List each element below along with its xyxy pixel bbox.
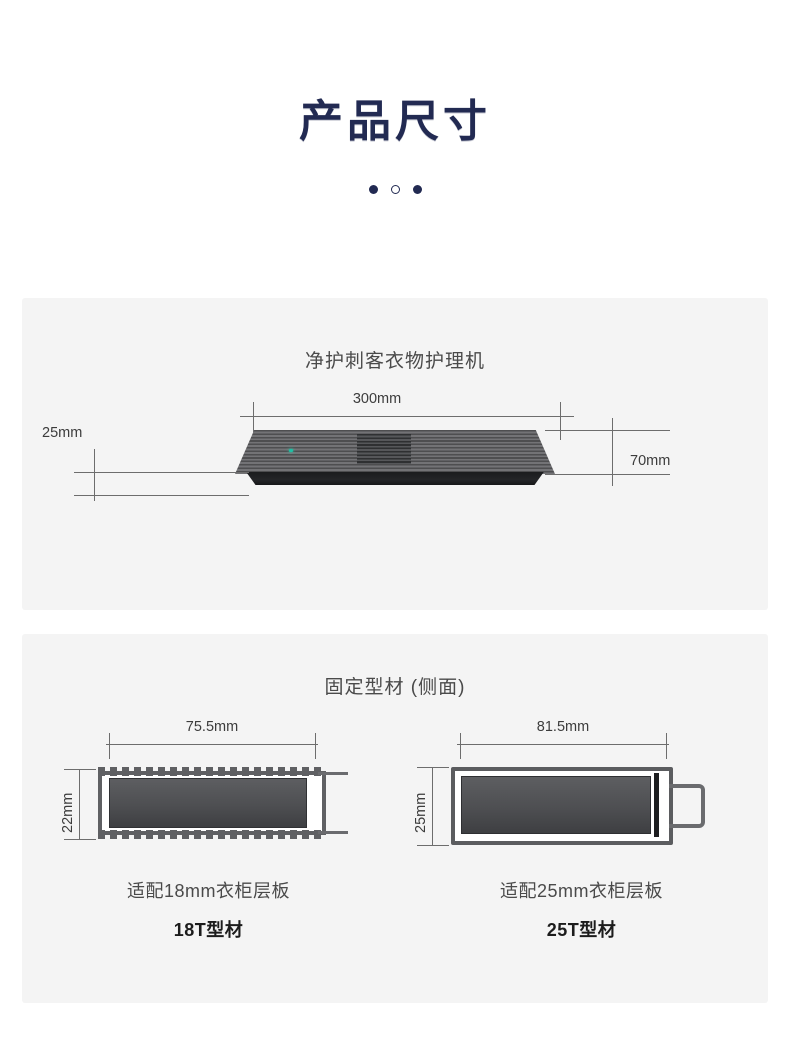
profile-diagrams: 75.5mm 22mm 适配18mm衣柜层板: [22, 699, 768, 989]
dimension-tick-width-left: [253, 402, 254, 440]
profile-25t-caption: 适配25mm衣柜层板 25T型材: [395, 877, 768, 942]
profile-18t-flange-top: [318, 772, 348, 775]
dimension-label-width-81-5: 81.5mm: [536, 719, 590, 735]
profile-dimension-card: 固定型材 (侧面) 75.5mm 22mm: [22, 634, 768, 1003]
dimension-ext-left-upper: [74, 472, 249, 473]
dimension-line-width-18t: [106, 744, 318, 745]
dimension-line-width: [240, 416, 574, 417]
product-card-title: 净护刺客衣物护理机: [304, 351, 485, 372]
profile-18t-flange-bottom: [318, 831, 348, 834]
page-header: 产品尺寸: [0, 96, 790, 194]
profile-18t-teeth-bottom: [98, 830, 326, 839]
device-vent-panel: [356, 434, 411, 464]
product-device-illustration: [235, 430, 555, 485]
dot-indicator-3: [412, 184, 422, 194]
profile-18t-caption-sub: 18T型材: [173, 920, 244, 940]
dimension-tick-18t-right: [315, 733, 316, 759]
profile-18t-inner-panel: [109, 778, 307, 828]
profile-25t-caption-main: 适配25mm衣柜层板: [499, 881, 663, 901]
profile-18t-caption-main: 适配18mm衣柜层板: [126, 881, 290, 901]
dimension-tick-width-right: [560, 402, 561, 440]
dimension-ext-right-upper: [545, 430, 670, 431]
product-diagram: 300mm 25mm 70mm: [22, 373, 768, 563]
device-led-indicator: [289, 449, 294, 452]
dimension-ext-left-lower: [74, 495, 249, 496]
dimension-ext-18t-bottom: [64, 839, 96, 840]
product-dimension-card: 净护刺客衣物护理机 300mm 25mm 70mm: [22, 298, 768, 610]
dimension-tick-18t-left: [109, 733, 110, 759]
profile-25t-caption-sub: 25T型材: [546, 920, 617, 940]
dimension-ext-25t-top: [417, 767, 449, 768]
dimension-line-height-right: [612, 418, 613, 486]
dimension-label-height-70: 70mm: [630, 453, 671, 469]
dot-indicator-1: [368, 184, 378, 194]
dimension-label-height-25t: 25mm: [413, 792, 429, 833]
dimension-label-width-75-5: 75.5mm: [185, 719, 239, 735]
page-title: 产品尺寸: [299, 97, 491, 146]
dimension-line-width-25t: [457, 744, 669, 745]
profile-18t-illustration: [98, 767, 348, 839]
profile-25t-illustration: [451, 767, 705, 845]
device-base: [246, 472, 544, 485]
dimension-ext-right-lower: [545, 474, 670, 475]
dimension-ext-25t-bottom: [417, 845, 449, 846]
profile-item-18t: 75.5mm 22mm 适配18mm衣柜层板: [22, 699, 395, 989]
dimension-line-height-left: [94, 449, 95, 501]
profile-18t-teeth-top: [98, 767, 326, 776]
dimension-label-width-300: 300mm: [352, 391, 402, 407]
dimension-label-height-25: 25mm: [42, 425, 83, 441]
dimension-tick-25t-left: [460, 733, 461, 759]
dimension-line-height-25t: [432, 767, 433, 845]
dot-indicator-2: [390, 184, 400, 194]
profile-card-title: 固定型材 (侧面): [324, 677, 466, 698]
device-top-ribbed-body: [235, 430, 555, 474]
dimension-label-height-22: 22mm: [60, 792, 76, 833]
profile-18t-caption: 适配18mm衣柜层板 18T型材: [22, 877, 395, 942]
profile-25t-inner-edge: [654, 773, 659, 837]
profile-25t-inner-panel: [461, 776, 651, 834]
section-dots-indicator: [0, 184, 790, 194]
dimension-tick-25t-right: [666, 733, 667, 759]
profile-25t-hook-bracket: [669, 784, 705, 828]
dimension-ext-18t-top: [64, 769, 96, 770]
dimension-line-height-18t: [79, 769, 80, 839]
profile-item-25t: 81.5mm 25mm 适配25mm衣柜层板 25T型材: [395, 699, 768, 989]
